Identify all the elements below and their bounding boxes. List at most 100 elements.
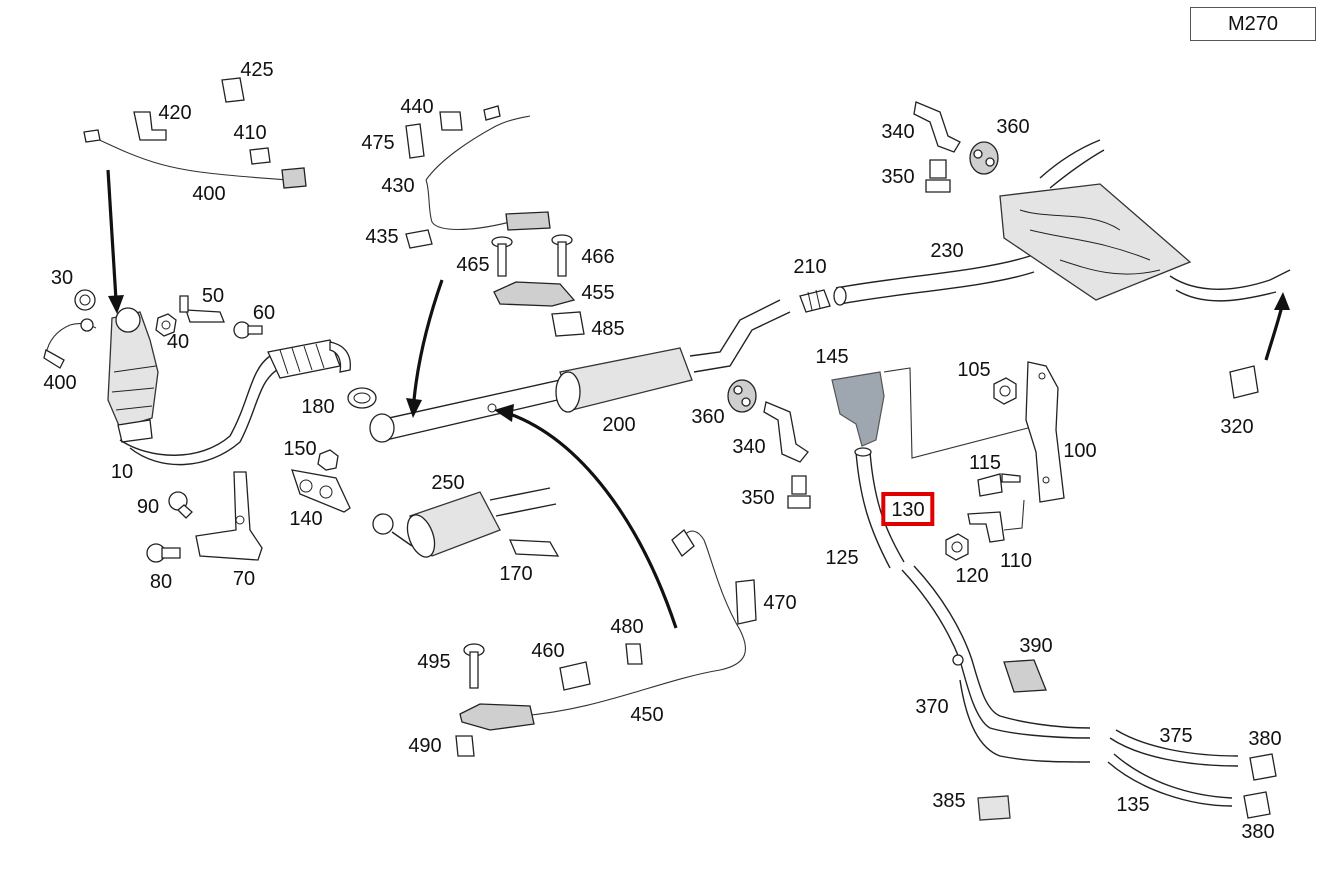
catalytic-converter-part-250[interactable]	[372, 487, 557, 561]
bracket-part-50[interactable]	[179, 295, 225, 323]
clip-part-435[interactable]	[405, 229, 433, 249]
callout-30[interactable]: 30	[50, 267, 74, 289]
bracket-part-340-rear[interactable]	[913, 101, 961, 153]
callout-135[interactable]: 135	[1116, 794, 1150, 816]
callout-40[interactable]: 40	[166, 331, 190, 353]
callout-465[interactable]: 465	[456, 254, 490, 276]
callout-375[interactable]: 375	[1159, 725, 1193, 747]
bracket-part-485[interactable]	[551, 311, 585, 337]
bracket-part-110[interactable]	[967, 499, 1025, 543]
callout-400-top[interactable]: 400	[192, 183, 226, 205]
bracket-part-170[interactable]	[508, 539, 560, 557]
callout-370[interactable]: 370	[915, 696, 949, 718]
clip-part-440[interactable]	[439, 111, 463, 131]
bracket-part-100[interactable]	[1025, 361, 1065, 503]
hose-part-125[interactable]	[854, 447, 905, 569]
callout-410[interactable]: 410	[233, 122, 267, 144]
rubber-hanger-part-360-mid[interactable]	[727, 379, 757, 413]
pipe-assembly-part-370[interactable]	[901, 565, 1091, 763]
callout-360-rear[interactable]: 360	[996, 116, 1030, 138]
bolt-part-80[interactable]	[146, 543, 181, 563]
oxygen-sensor-part-400-front[interactable]	[43, 318, 97, 369]
callout-140[interactable]: 140	[289, 508, 323, 530]
callout-460[interactable]: 460	[531, 640, 565, 662]
callout-425[interactable]: 425	[240, 59, 274, 81]
hose-part-375[interactable]	[1109, 729, 1239, 767]
clamp-part-380-bottom[interactable]	[1243, 791, 1271, 819]
callout-10[interactable]: 10	[110, 461, 134, 483]
bolt-part-350-rear[interactable]	[925, 159, 951, 193]
bolt-part-465[interactable]	[491, 236, 513, 277]
nut-part-120[interactable]	[945, 533, 969, 561]
clip-part-385[interactable]	[977, 795, 1011, 821]
callout-420[interactable]: 420	[158, 102, 192, 124]
callout-450[interactable]: 450	[630, 704, 664, 726]
bolt-part-495[interactable]	[463, 643, 485, 689]
clip-part-490[interactable]	[455, 735, 475, 757]
callout-145[interactable]: 145	[815, 346, 849, 368]
wiring-part-400-top[interactable]	[83, 129, 307, 189]
clip-part-475[interactable]	[405, 123, 425, 159]
callout-350-mid[interactable]: 350	[741, 487, 775, 509]
nut-part-40[interactable]	[155, 313, 177, 337]
hose-part-135[interactable]	[1107, 753, 1233, 807]
callout-105[interactable]: 105	[957, 359, 991, 381]
bolt-part-90[interactable]	[168, 491, 193, 519]
callout-475[interactable]: 475	[361, 132, 395, 154]
clamp-part-380-top[interactable]	[1249, 753, 1277, 781]
clip-part-410[interactable]	[249, 147, 271, 165]
callout-400-front[interactable]: 400	[43, 372, 77, 394]
clip-part-425[interactable]	[221, 77, 245, 103]
center-muffler-part-200[interactable]	[369, 299, 791, 443]
callout-485[interactable]: 485	[591, 318, 625, 340]
nut-part-105[interactable]	[993, 377, 1017, 405]
wiring-part-430[interactable]	[425, 105, 551, 231]
callout-495[interactable]: 495	[417, 651, 451, 673]
clamp-part-180[interactable]	[347, 387, 377, 409]
callout-320[interactable]: 320	[1220, 416, 1254, 438]
bracket-part-70[interactable]	[195, 471, 263, 561]
callout-380-top[interactable]: 380	[1248, 728, 1282, 750]
callout-350-rear[interactable]: 350	[881, 166, 915, 188]
clamp-part-210[interactable]	[799, 289, 831, 313]
callout-170[interactable]: 170	[499, 563, 533, 585]
callout-480[interactable]: 480	[610, 616, 644, 638]
callout-80[interactable]: 80	[149, 571, 173, 593]
callout-490[interactable]: 490	[408, 735, 442, 757]
callout-110[interactable]: 110	[1000, 550, 1032, 572]
wiring-part-450[interactable]	[459, 529, 747, 731]
flex-pipe-part[interactable]	[267, 339, 351, 379]
callout-60[interactable]: 60	[252, 302, 276, 324]
callout-440[interactable]: 440	[400, 96, 434, 118]
callout-90[interactable]: 90	[136, 496, 160, 518]
gasket-part-30[interactable]	[74, 289, 96, 311]
heat-shield-part-140[interactable]	[291, 469, 351, 513]
bracket-part-340-mid[interactable]	[763, 401, 809, 463]
clip-part-420[interactable]	[133, 111, 167, 141]
callout-230[interactable]: 230	[930, 240, 964, 262]
bracket-part-470[interactable]	[735, 579, 757, 625]
callout-466[interactable]: 466	[581, 246, 615, 268]
clip-part-480[interactable]	[625, 643, 643, 665]
callout-180[interactable]: 180	[301, 396, 335, 418]
callout-115[interactable]: 115	[969, 452, 1001, 474]
clip-part-460[interactable]	[559, 661, 591, 691]
nut-part-150[interactable]	[317, 449, 339, 471]
callout-430[interactable]: 430	[381, 175, 415, 197]
bolt-part-60[interactable]	[233, 321, 263, 339]
callout-380-bottom[interactable]: 380	[1241, 821, 1275, 843]
callout-130-highlighted[interactable]: 130	[881, 492, 935, 526]
catalytic-converter-part-10[interactable]	[107, 307, 281, 466]
callout-390[interactable]: 390	[1019, 635, 1053, 657]
callout-470[interactable]: 470	[763, 592, 797, 614]
bolt-part-350-mid[interactable]	[787, 475, 811, 509]
callout-150[interactable]: 150	[283, 438, 317, 460]
callout-340-mid[interactable]: 340	[732, 436, 766, 458]
callout-50[interactable]: 50	[201, 285, 225, 307]
callout-360-mid[interactable]: 360	[691, 406, 725, 428]
rubber-hanger-part-360-rear[interactable]	[969, 141, 999, 175]
callout-385[interactable]: 385	[932, 790, 966, 812]
pressure-sensor-part-145[interactable]	[831, 367, 1029, 459]
cover-part-320[interactable]	[1229, 365, 1259, 399]
callout-455[interactable]: 455	[581, 282, 615, 304]
